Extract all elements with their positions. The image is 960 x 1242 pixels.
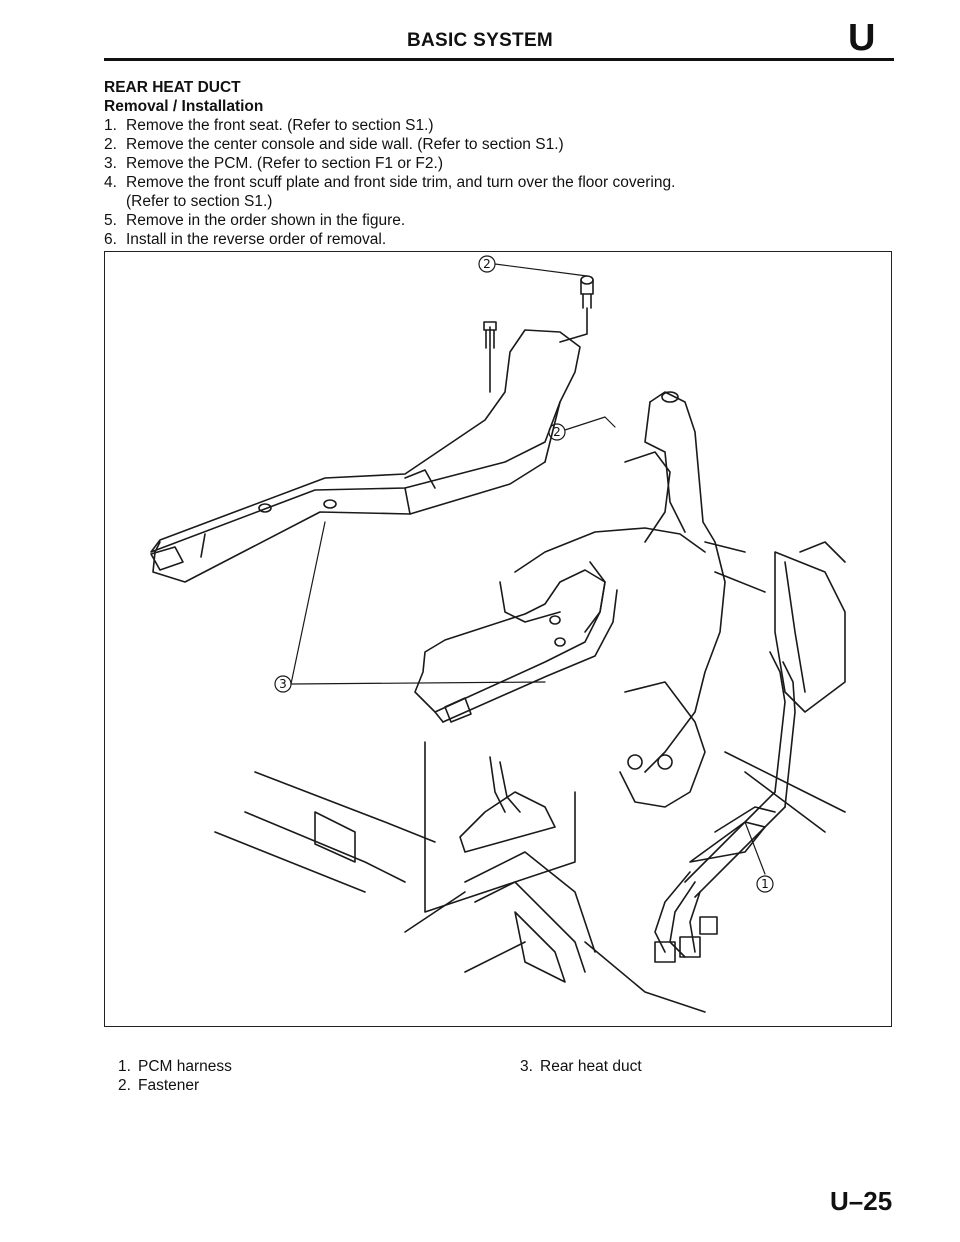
page-header-title: BASIC SYSTEM xyxy=(406,30,554,51)
callout-circle-2a xyxy=(478,255,496,273)
callout-circle-3 xyxy=(274,675,292,693)
pcm-harness xyxy=(654,651,796,963)
step-item: 2.Remove the center console and side wal… xyxy=(104,136,564,153)
section-subtitle: Removal / Installation xyxy=(104,98,264,115)
callout-3: 3 xyxy=(279,677,287,691)
step-item: 5.Remove in the order shown in the figur… xyxy=(104,212,406,229)
rear-heat-duct-vertical xyxy=(499,391,726,773)
section-title: REAR HEAT DUCT xyxy=(104,79,241,96)
header-rule xyxy=(104,58,894,61)
step-item: 3.Remove the PCM. (Refer to section F1 o… xyxy=(104,155,443,172)
callout-circle-2b xyxy=(548,423,566,441)
rear-heat-duct-upper xyxy=(150,329,581,583)
leader-lines xyxy=(290,263,766,875)
callout-2a: 2 xyxy=(483,257,491,271)
legend-item: 1.PCM harness xyxy=(118,1058,232,1075)
legend-item: 3.Rear heat duct xyxy=(520,1058,642,1075)
step-item: 4.Remove the front scuff plate and front… xyxy=(104,174,676,210)
section-letter: U xyxy=(848,17,876,59)
legend-column-right: 3.Rear heat duct xyxy=(520,1057,642,1076)
callout-markers xyxy=(274,255,774,893)
callout-labels: 2 2 3 1 xyxy=(279,257,769,891)
callout-2b: 2 xyxy=(553,425,561,439)
legend-column-left: 1.PCM harness 2.Fastener xyxy=(118,1057,232,1095)
rear-heat-duct-illustration: 2 2 3 1 xyxy=(150,255,846,1013)
step-continuation: (Refer to section S1.) xyxy=(126,193,273,210)
exploded-view-figure: 2 2 3 1 xyxy=(104,251,892,1027)
legend-item: 2.Fastener xyxy=(118,1077,200,1094)
procedure-text: REAR HEAT DUCT Removal / Installation 1.… xyxy=(104,78,894,249)
step-item: 1.Remove the front seat. (Refer to secti… xyxy=(104,117,434,134)
page-number: U–25 xyxy=(830,1186,893,1216)
rear-heat-duct-lower xyxy=(414,569,618,723)
steps-list: 1.Remove the front seat. (Refer to secti… xyxy=(104,116,894,249)
fastener-top xyxy=(483,275,594,393)
callout-circle-1 xyxy=(756,875,774,893)
step-item: 6.Install in the reverse order of remova… xyxy=(104,231,387,248)
floor-panel xyxy=(214,681,846,1013)
callout-1: 1 xyxy=(761,877,769,891)
side-panel-right xyxy=(704,541,846,713)
